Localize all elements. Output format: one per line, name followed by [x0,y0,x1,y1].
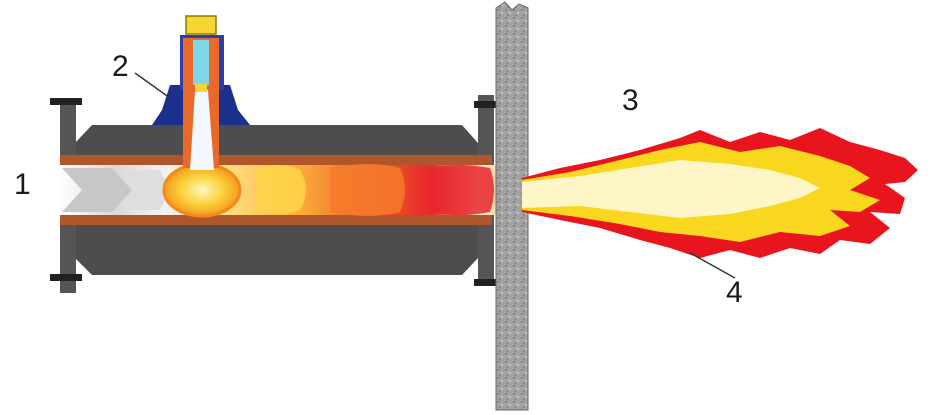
left-bolt-top [50,98,82,105]
liner-top [60,155,492,165]
flame-core [522,160,820,218]
furnace-wall [495,1,529,411]
label-1: 1 [14,168,31,201]
channel-flame-patch [330,164,405,216]
liner-bottom [60,215,492,225]
ignition-flame [162,162,242,218]
left-bolt-bottom [50,274,82,281]
air-inlet-arrow [62,168,132,212]
right-bolt-bottom [474,279,506,286]
label-4: 4 [726,276,743,309]
label-3: 3 [622,84,639,117]
nozzle-jet [190,90,214,170]
leader-line-4 [689,252,736,279]
nozzle-bore [193,40,209,85]
fuel-nozzle [152,15,250,170]
leader-line-2 [134,72,171,99]
label-2: 2 [112,50,129,83]
flame [522,128,918,258]
channel-flame-patch [430,165,494,215]
nozzle-ring [195,84,207,92]
channel-flame-patch [255,165,306,214]
right-bolt-top [474,101,506,108]
gas-inlet-cap [185,15,217,35]
air-swirl [120,170,170,210]
